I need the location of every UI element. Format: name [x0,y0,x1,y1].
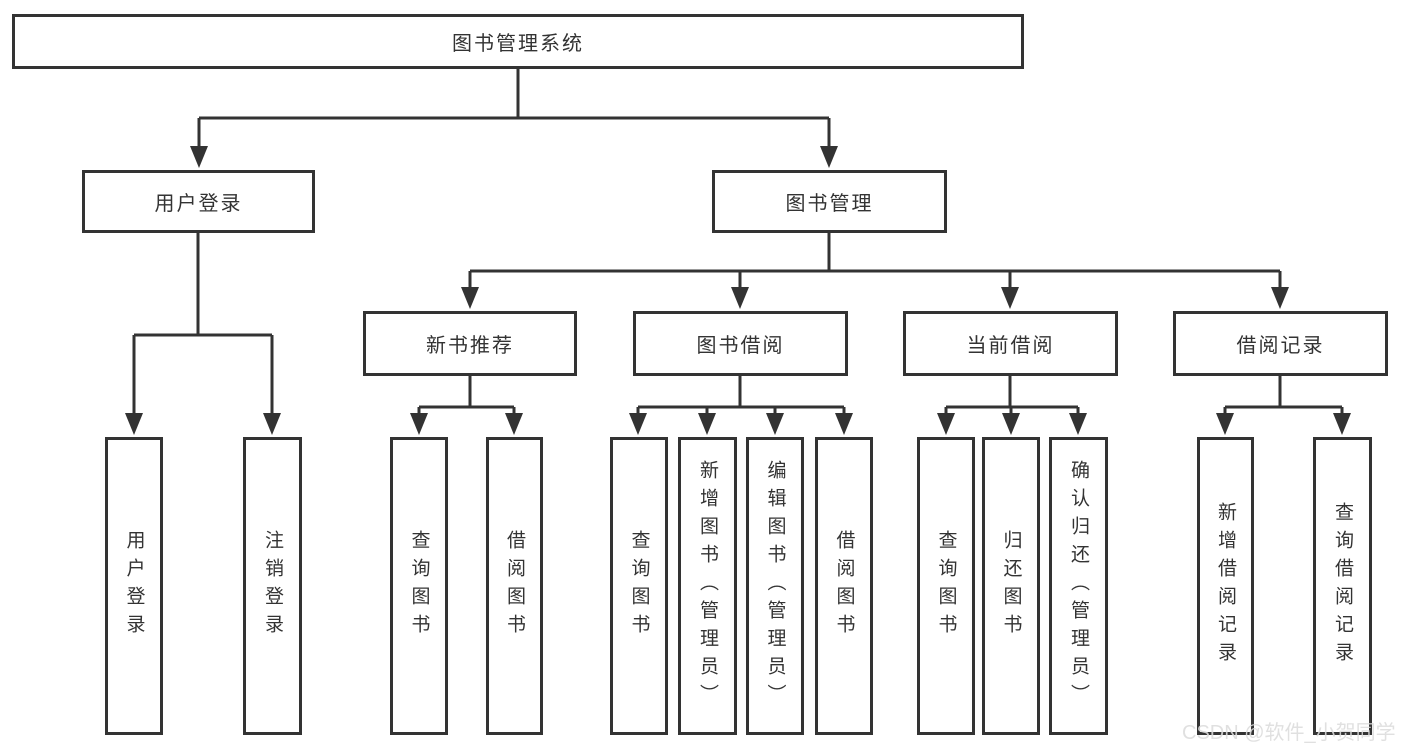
leaf-query-borrow-record: 查询借阅记录 [1313,437,1372,735]
leaf-query-books-borrow-label: 查询图书 [628,530,650,642]
leaf-query-books-recommend: 查询图书 [390,437,448,735]
leaf-add-borrow-record-label: 新增借阅记录 [1215,502,1236,670]
node-current-borrow: 当前借阅 [903,311,1118,376]
leaf-user-login-label: 用户登录 [123,530,145,642]
leaf-confirm-return-admin-label: 确认归还（管理员） [1068,460,1089,712]
leaf-edit-book-admin-label: 编辑图书（管理员） [764,460,786,712]
leaf-add-book-admin: 新增图书（管理员） [678,437,737,735]
node-root-system: 图书管理系统 [12,14,1024,69]
leaf-add-book-admin-label: 新增图书（管理员） [697,460,718,712]
node-book-management: 图书管理 [712,170,947,233]
leaf-add-borrow-record: 新增借阅记录 [1197,437,1254,735]
leaf-return-books-label: 归还图书 [1000,530,1022,642]
leaf-user-login: 用户登录 [105,437,163,735]
leaf-logout-label: 注销登录 [262,530,283,642]
node-borrow-records: 借阅记录 [1173,311,1388,376]
leaf-query-books-recommend-label: 查询图书 [408,530,430,642]
leaf-confirm-return-admin: 确认归还（管理员） [1049,437,1108,735]
leaf-logout: 注销登录 [243,437,302,735]
leaf-query-borrow-record-label: 查询借阅记录 [1332,502,1353,670]
node-book-borrow: 图书借阅 [633,311,848,376]
leaf-borrow-books-recommend-label: 借阅图书 [504,530,525,642]
leaf-borrow-books-borrow: 借阅图书 [815,437,873,735]
node-new-book-recommend: 新书推荐 [363,311,577,376]
leaf-edit-book-admin: 编辑图书（管理员） [746,437,804,735]
leaf-query-books-borrow: 查询图书 [610,437,668,735]
arrowhead-icons [125,146,1351,435]
leaf-borrow-books-recommend: 借阅图书 [486,437,543,735]
leaf-borrow-books-borrow-label: 借阅图书 [833,530,855,642]
leaf-query-books-current-label: 查询图书 [935,530,957,642]
leaf-query-books-current: 查询图书 [917,437,975,735]
leaf-return-books: 归还图书 [982,437,1040,735]
csdn-watermark: CSDN @软件_小贺同学 [1182,722,1396,744]
node-user-login: 用户登录 [82,170,315,233]
